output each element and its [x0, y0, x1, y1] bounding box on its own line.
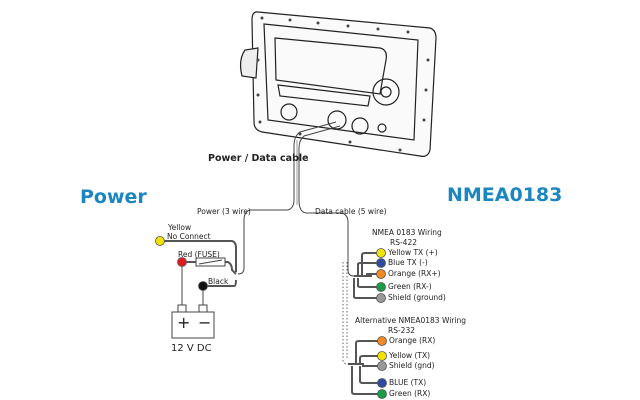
battery-icon [171, 304, 215, 339]
rs422-wire-terminal [376, 248, 386, 258]
yellow-wire-terminal [155, 236, 165, 246]
knob-icon [372, 78, 400, 106]
rs232-wire-terminal [377, 361, 387, 371]
no-connect-label: No Connect [167, 232, 211, 241]
rs232-wire-label: Shield (gnd) [389, 361, 435, 370]
battery-minus: − [198, 313, 212, 332]
rs422-subtitle: RS-422 [390, 238, 417, 247]
rs422-wire-terminal [376, 269, 386, 279]
alternative-cable-dotted [342, 262, 349, 365]
rs232-wire-terminal [377, 336, 387, 346]
rs422-wires [353, 252, 377, 299]
device-illustration [239, 11, 437, 157]
power-wires [160, 240, 237, 305]
rs232-wire-label: Yellow (TX) [389, 351, 431, 360]
connector-icon [280, 103, 298, 121]
rs422-wire-label: Green (RX-) [388, 282, 432, 291]
rs232-wires [348, 340, 378, 395]
black-wire-label: Black [208, 277, 229, 286]
rs422-wire-terminal [376, 282, 386, 292]
rs422-wire-label: Yellow TX (+) [388, 248, 438, 257]
yellow-wire-label: Yellow [168, 223, 192, 232]
rs232-title: Alternative NMEA0183 Wiring [355, 316, 466, 325]
rs422-wire-terminal [376, 258, 386, 268]
nmea-heading: NMEA0183 [447, 184, 563, 206]
rs422-wire-label: Orange (RX+) [388, 269, 441, 278]
rs422-wire-terminal [376, 293, 386, 303]
red-wire-label: Red (FUSE) [178, 250, 220, 259]
data-cable-label: Data cable (5 wire) [315, 207, 387, 216]
rs422-wire-label: Shield (ground) [388, 293, 446, 302]
black-wire-terminal [198, 281, 208, 291]
rs232-wire-label: Green (RX) [389, 389, 431, 398]
rs232-wire-terminal [377, 351, 387, 361]
rs422-title: NMEA 0183 Wiring [372, 228, 442, 237]
battery-label: 12 V DC [171, 343, 212, 354]
power-heading: Power [80, 186, 147, 208]
rs232-wire-terminal [377, 389, 387, 399]
rs232-wire-terminal [377, 378, 387, 388]
main-cable [237, 121, 355, 277]
red-wire-terminal [177, 257, 187, 267]
main-cable-label: Power / Data cable [208, 153, 309, 164]
rs232-subtitle: RS-232 [388, 326, 415, 335]
rs232-wire-label: Orange (RX) [389, 336, 436, 345]
power-cable-label: Power (3 wire) [197, 207, 251, 216]
rs422-wire-label: Blue TX (-) [388, 258, 428, 267]
rs232-wire-label: BLUE (TX) [389, 378, 427, 387]
battery-plus: + [177, 313, 191, 332]
